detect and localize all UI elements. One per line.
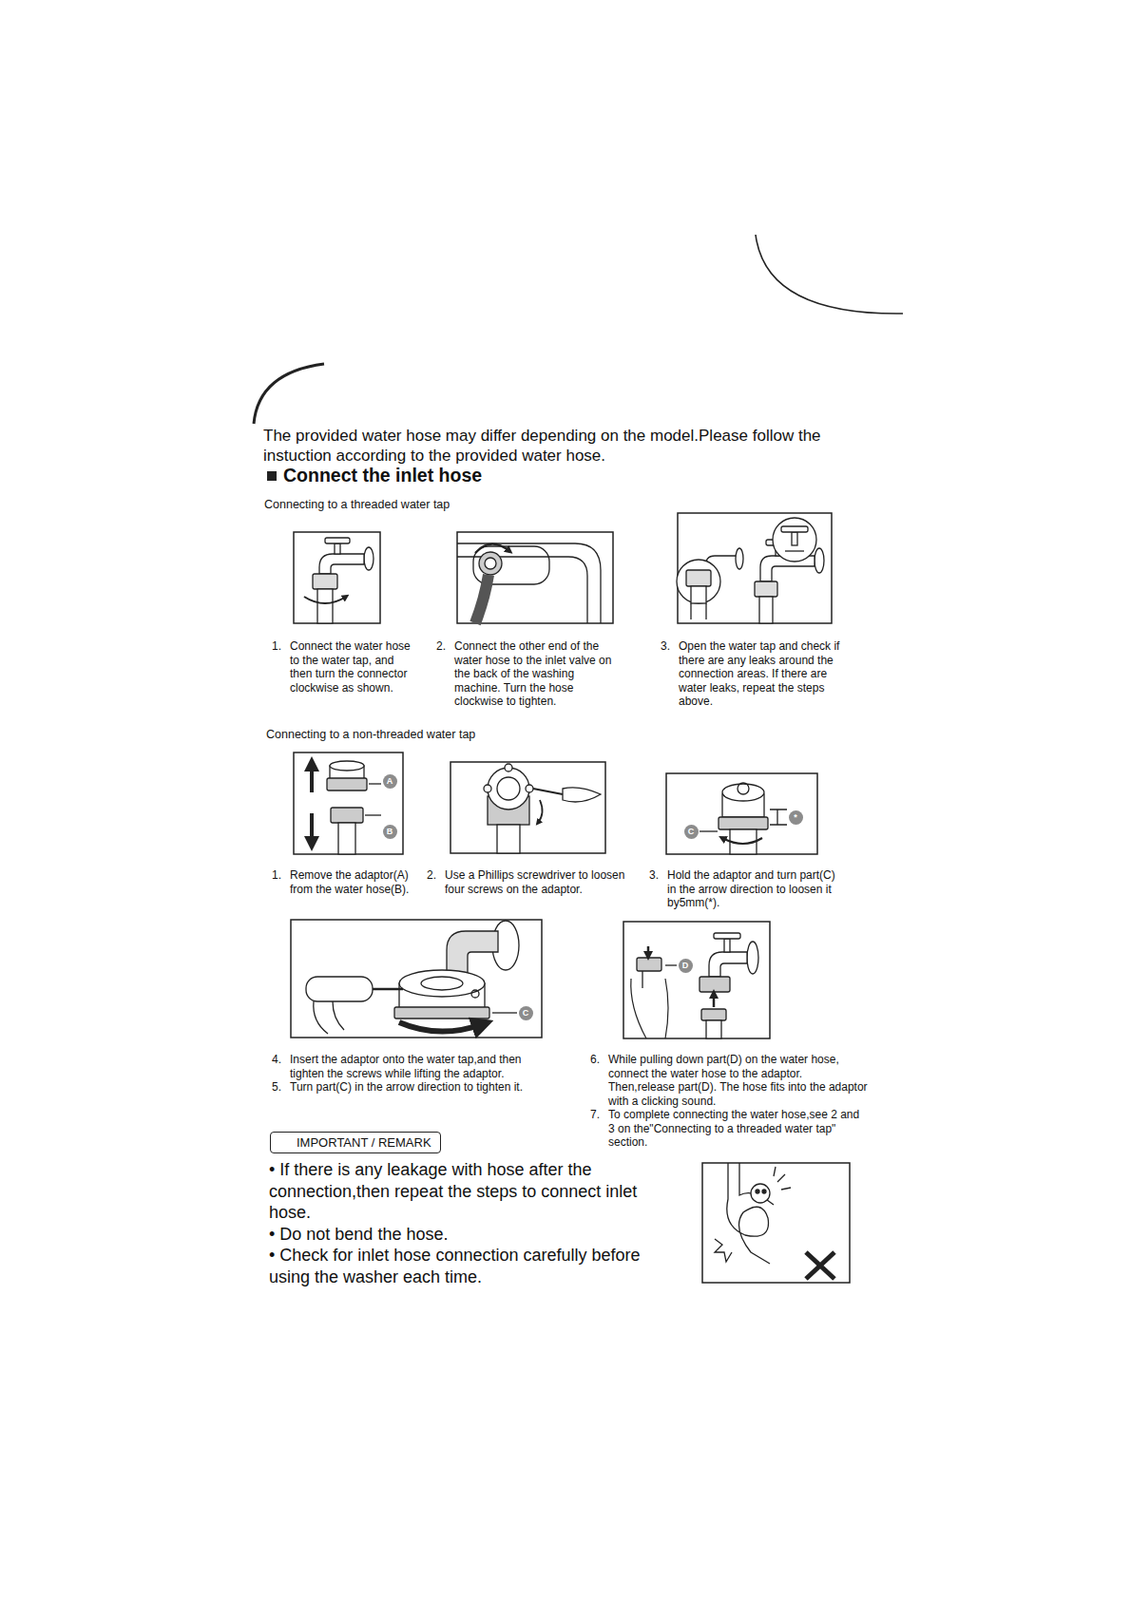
tighten-screws-figure xyxy=(290,920,542,1038)
step-row: 2.Use a Phillips screwdriver to loosen f… xyxy=(426,868,642,897)
step-text: Use a Phillips screwdriver to loosen fou… xyxy=(444,868,642,897)
text-column: 6.While pulling down part(D) on the wate… xyxy=(590,1053,868,1151)
step-number: 1. xyxy=(271,868,290,897)
step-text: Hold the adaptor and turn part(C) in the… xyxy=(667,868,844,911)
callout-letter: D xyxy=(678,958,693,974)
text-column: • If there is any leakage with hose afte… xyxy=(268,1159,654,1288)
text-column: 2.Connect the other end of the water hos… xyxy=(436,639,617,710)
step-number: 2. xyxy=(436,639,455,710)
text-column: 4.Insert the adaptor onto the water tap,… xyxy=(271,1053,537,1095)
step-row: 6.While pulling down part(D) on the wate… xyxy=(590,1053,868,1109)
step-text: Turn part(C) in the arrow direction to t… xyxy=(289,1080,537,1095)
faucet-figure xyxy=(293,532,381,624)
callout-letter: C xyxy=(684,824,699,840)
step-text: Connect the water hose to the water tap,… xyxy=(289,639,415,695)
step-number: 3. xyxy=(660,639,679,710)
node-text: C xyxy=(522,1009,530,1018)
leak-check-figure xyxy=(676,513,832,624)
node-text: * xyxy=(793,813,798,823)
text-column: 1.Remove the adaptor(A) from the water h… xyxy=(271,868,422,897)
step-number: 6. xyxy=(590,1053,609,1109)
text-column: 2.Use a Phillips screwdriver to loosen f… xyxy=(426,868,642,897)
step-text: Insert the adaptor onto the water tap,an… xyxy=(289,1053,537,1081)
inlet-valve-figure xyxy=(457,532,614,624)
text-column: Connecting to a threaded water tap xyxy=(264,497,664,513)
step-row: 1.Remove the adaptor(A) from the water h… xyxy=(271,868,422,897)
text-column: 3.Open the water tap and check if there … xyxy=(660,639,846,710)
step-row: 3.Hold the adaptor and turn part(C) in t… xyxy=(649,868,844,911)
paragraph-text: • Do not bend the hose. xyxy=(268,1224,654,1247)
step-row: 3.Open the water tap and check if there … xyxy=(660,639,846,710)
step-row: 4.Insert the adaptor onto the water tap,… xyxy=(271,1053,537,1081)
paragraph-text: • If there is any leakage with hose afte… xyxy=(268,1159,654,1225)
node-text: IMPORTANT / REMARK xyxy=(296,1135,432,1151)
step-number: 5. xyxy=(271,1080,290,1095)
node-text: A xyxy=(386,777,394,786)
paragraph-text: Connecting to a threaded water tap xyxy=(264,497,664,513)
loosen-part-figure xyxy=(666,773,818,855)
step-text: Connect the other end of the water hose … xyxy=(454,639,617,710)
decor-arc xyxy=(253,364,325,424)
node-text: B xyxy=(386,827,394,837)
step-row: 2.Connect the other end of the water hos… xyxy=(436,639,617,710)
callout-letter: C xyxy=(518,1006,534,1021)
callout-letter: * xyxy=(788,810,804,825)
step-text: Open the water tap and check if there ar… xyxy=(678,639,846,710)
callout-letter: B xyxy=(383,824,398,840)
paragraph-text: The provided water hose may differ depen… xyxy=(263,425,882,466)
paragraph-text: • Check for inlet hose connection carefu… xyxy=(268,1245,654,1288)
step-number: 3. xyxy=(649,868,668,911)
callout-letter: A xyxy=(383,774,398,789)
text-column: The provided water hose may differ depen… xyxy=(263,425,882,466)
bent-hose-cartoon xyxy=(702,1163,850,1284)
screwdriver-figure xyxy=(450,762,606,854)
heading-square xyxy=(267,471,277,481)
step-number: 2. xyxy=(426,868,445,897)
decor-arc xyxy=(755,234,903,314)
node-text: D xyxy=(682,961,690,971)
section-heading: Connect the inlet hose xyxy=(283,464,482,487)
connect-hose-figure xyxy=(623,921,770,1039)
step-text: While pulling down part(D) on the water … xyxy=(608,1053,868,1109)
node-text: C xyxy=(688,827,695,837)
step-row: 7.To complete connecting the water hose,… xyxy=(590,1108,868,1151)
text-column: 1.Connect the water hose to the water ta… xyxy=(271,639,415,695)
step-number: 4. xyxy=(271,1053,290,1081)
step-text: To complete connecting the water hose,se… xyxy=(608,1108,868,1151)
text-column: 3.Hold the adaptor and turn part(C) in t… xyxy=(649,868,844,911)
step-number: 7. xyxy=(590,1108,609,1151)
text-column: Connecting to a non-threaded water tap xyxy=(266,727,666,743)
adaptor-remove-figure xyxy=(293,752,403,855)
step-text: Remove the adaptor(A) from the water hos… xyxy=(289,868,422,897)
step-row: 5.Turn part(C) in the arrow direction to… xyxy=(271,1080,537,1095)
paragraph-text: Connecting to a non-threaded water tap xyxy=(266,727,666,743)
step-row: 1.Connect the water hose to the water ta… xyxy=(271,639,415,695)
important-box: IMPORTANT / REMARK xyxy=(269,1131,441,1154)
step-number: 1. xyxy=(271,639,290,695)
